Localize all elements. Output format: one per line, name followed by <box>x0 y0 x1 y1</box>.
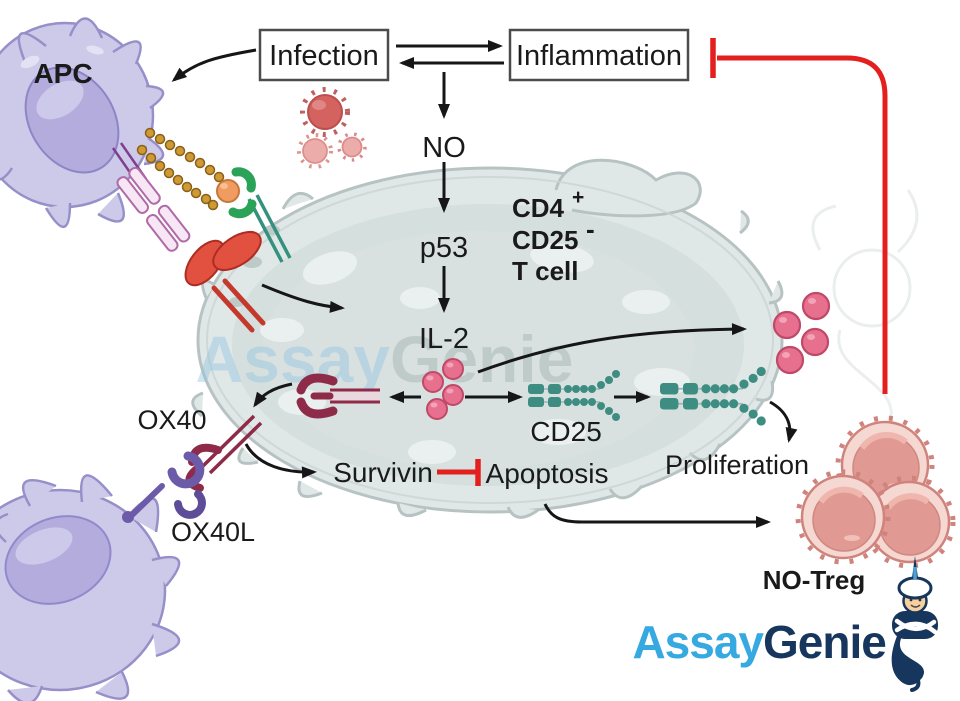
no-label: NO <box>422 132 466 164</box>
ox40-label: OX40 <box>137 405 206 435</box>
watermark-genie: Genie <box>390 322 573 396</box>
assaygenie-mascot-icon <box>891 556 938 692</box>
arrow-ox40-to-membrane <box>253 382 293 408</box>
survivin-label: Survivin <box>333 457 433 488</box>
proliferation-label: Proliferation <box>665 450 809 480</box>
apoptosis-label: Apoptosis <box>486 458 609 489</box>
arrow-tcell-to-treg <box>543 503 771 528</box>
apc-cell-top <box>0 17 165 229</box>
no-treg-label: NO-Treg <box>763 565 866 595</box>
mhc-peptide-chains <box>136 127 225 211</box>
treg-cell-left <box>795 469 891 565</box>
antigen-peptide <box>216 179 240 203</box>
inhibition-treg-to-inflammation <box>710 38 888 394</box>
p53-label: p53 <box>420 232 468 264</box>
tcell-pseudopod <box>554 158 702 218</box>
il2-molecules-secreted <box>772 291 831 375</box>
infection-label: Infection <box>269 40 379 72</box>
ox40l-label: OX40L <box>171 517 255 547</box>
ox40l-ligand <box>122 451 206 523</box>
inflammation-box: Inflammation <box>508 28 690 82</box>
costimulatory-receptor <box>184 230 266 333</box>
virus-particles <box>297 87 367 169</box>
cd25-receptor-inner <box>528 370 620 421</box>
t-cell-body <box>191 158 919 519</box>
il2-molecules-center <box>422 358 464 420</box>
arrows <box>171 40 798 528</box>
tcell-label: T cell <box>512 256 578 286</box>
il2-label: IL-2 <box>419 323 469 355</box>
logo-genie: Genie <box>763 616 886 668</box>
tcell-cd25-label: CD25 <box>512 225 578 255</box>
genie-ghost-watermark <box>811 189 919 423</box>
tcell-cd4-sup: + <box>572 186 584 209</box>
watermark-assay: Assay <box>196 322 391 396</box>
logo-assay: Assay <box>632 616 764 668</box>
tcell-cd4-label: CD4 <box>512 193 565 223</box>
tcell-identity-label: CD4 + CD25 - T cell <box>512 186 595 286</box>
ox40-receptor <box>296 373 380 419</box>
assaygenie-logo: Assay Genie <box>632 556 938 692</box>
tcell-cd25-sup: - <box>586 214 595 244</box>
apc-cell-bottom <box>0 474 181 701</box>
antibody-receptor <box>111 142 191 252</box>
inhibition-survivin-apoptosis <box>437 459 481 486</box>
inflammation-label: Inflammation <box>516 40 682 72</box>
arrow-to-survivin <box>244 443 317 479</box>
arrow-to-proliferation <box>769 400 798 443</box>
arrow-il2-secretion <box>477 323 747 374</box>
cd25-receptor-outer <box>660 366 766 426</box>
apc-label: APC <box>33 58 92 89</box>
arrow-infection-to-apc <box>171 48 257 82</box>
arrow-synapse-signal <box>261 283 345 313</box>
cd25-label: CD25 <box>530 416 602 447</box>
no-treg-cells <box>795 415 956 569</box>
assaygenie-watermark: Assay Genie <box>196 322 574 396</box>
infection-box: Infection <box>258 28 390 82</box>
tcr-receptor <box>228 167 292 263</box>
